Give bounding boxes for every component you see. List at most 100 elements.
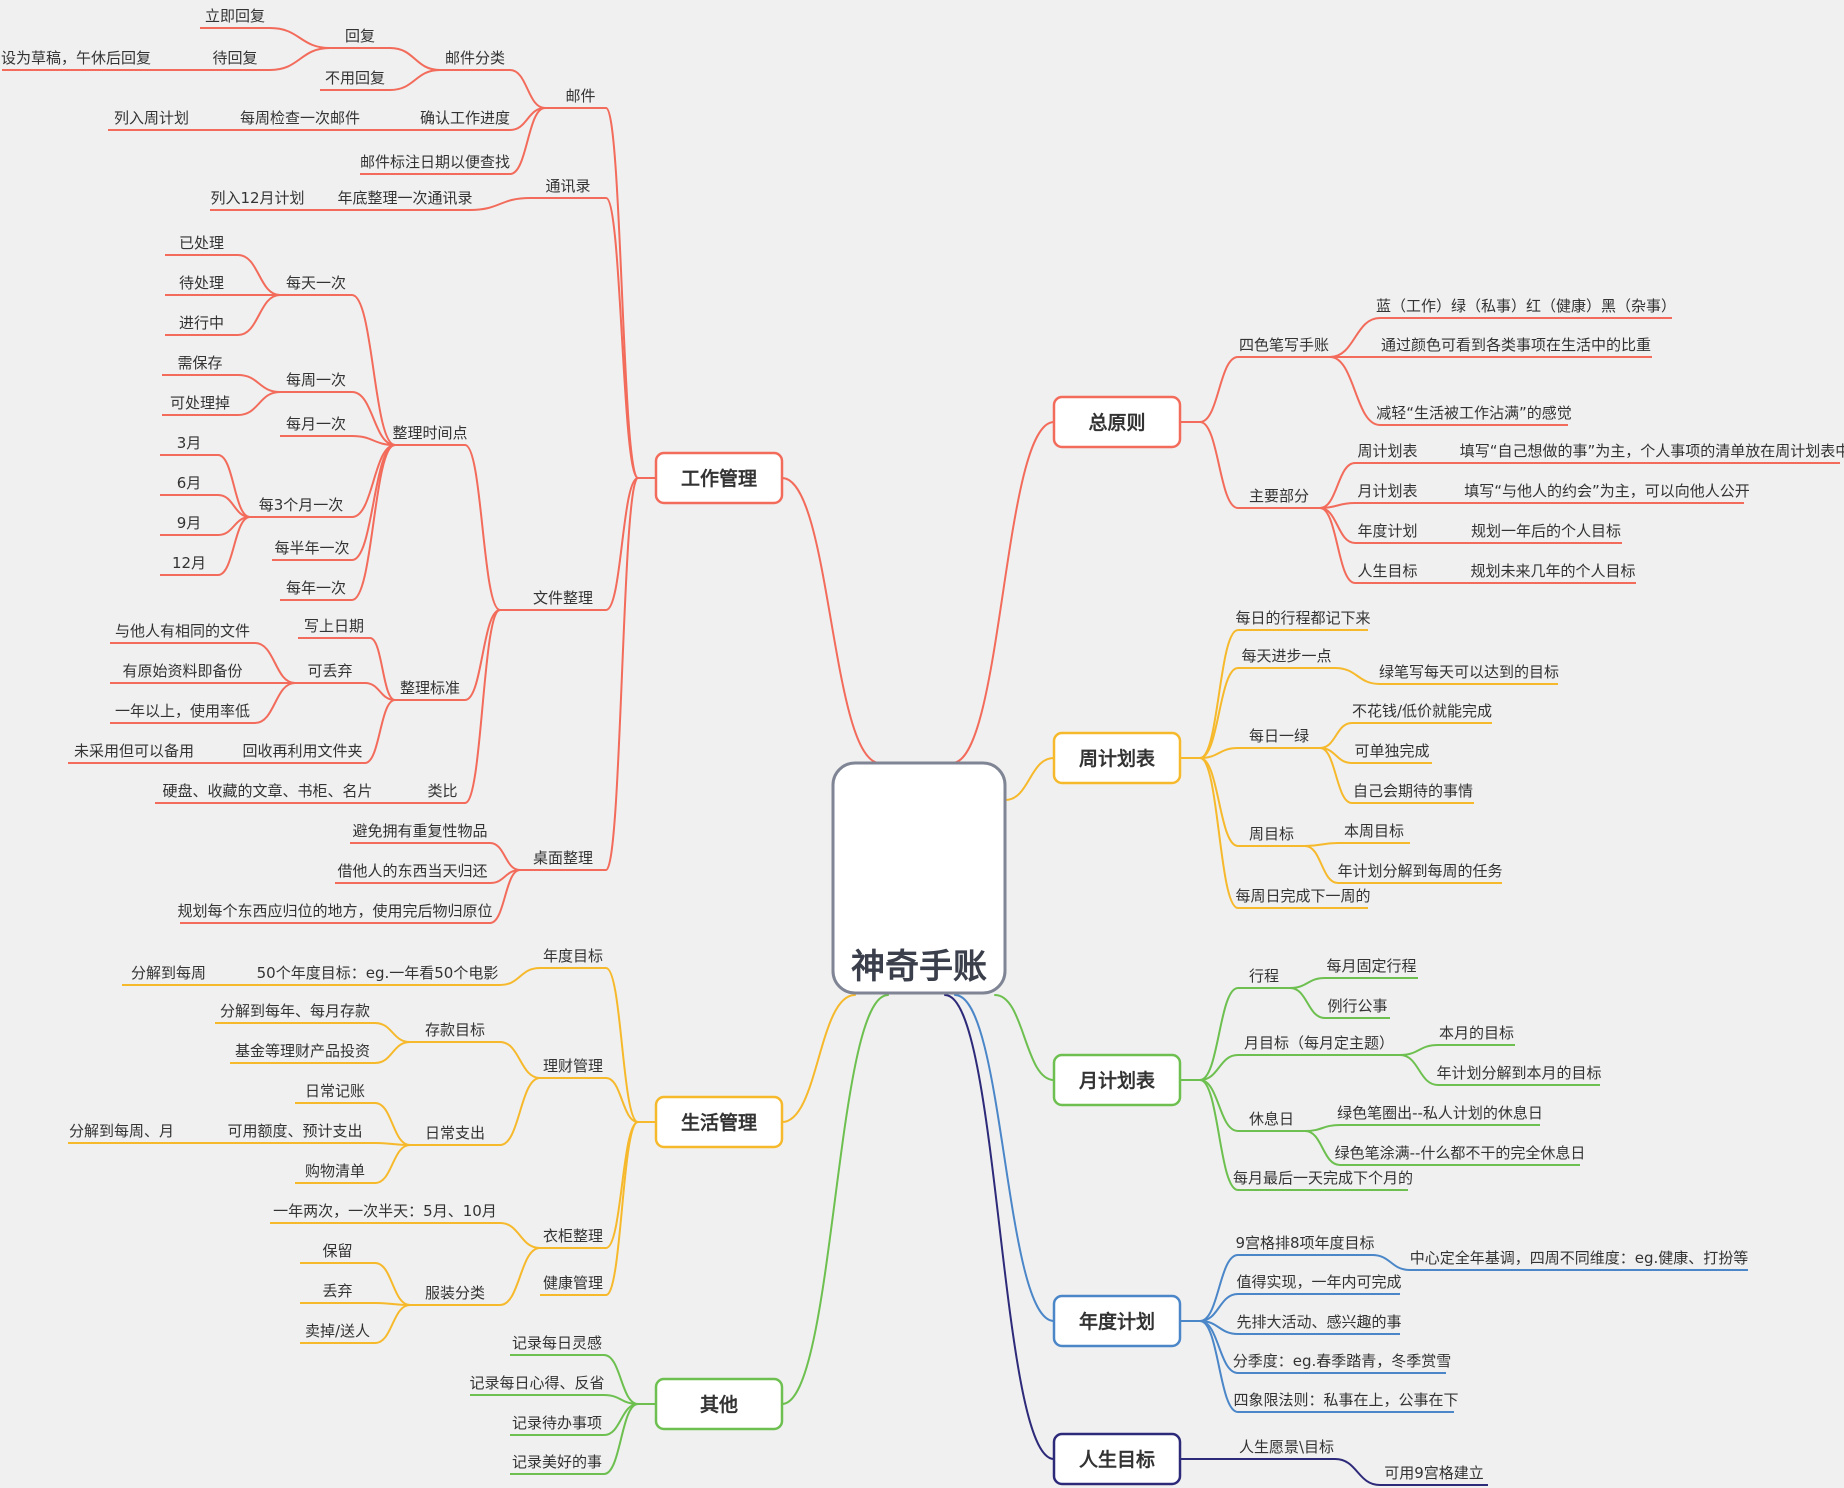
life-wardrobe-sort-item: 保留 [322,1242,352,1260]
connector-line [364,699,396,764]
weekly-green-item: 自己会期待的事情 [1353,782,1473,800]
connector-lines [149,27,1471,1486]
lifegoal-vision: 人生愿景\目标 [1239,1438,1334,1456]
life-wardrobe-sort: 服装分类 [425,1284,485,1302]
topic-principle-box [1052,395,1182,449]
connector-line [389,47,441,71]
work-files-daily-item: 进行中 [179,314,224,332]
connector-line [217,516,251,576]
yearly-item: 分季度：eg.春季踏青，冬季赏雪 [1233,1352,1452,1370]
principle-pens-item: 蓝（工作）绿（私事）红（健康）黑（杂事） [1376,297,1676,315]
work-mail-progress-weekly: 每周检查一次邮件 [240,109,360,127]
work-files-weekly-item: 需保存 [177,354,222,372]
connector-line [605,1121,639,1249]
yearly-item: 四象限法则：私事在上，公事在下 [1233,1391,1458,1409]
connector-line [499,1077,541,1146]
connector-line [605,1077,639,1123]
topic-yearly-box [1052,1294,1182,1348]
topic-lifegoal: 人生目标 [1079,1448,1155,1471]
yearly-grid: 9宫格排8项年度目标 [1235,1234,1374,1252]
edge-center-life [781,994,856,1123]
principle-pens-item: 通过颜色可看到各类事项在生活中的比重 [1381,336,1651,354]
connector-line [374,1262,411,1306]
connector-line [1199,421,1239,509]
connector-line [499,1247,541,1306]
work-files-std-date: 写上日期 [304,617,364,635]
monthly-last: 每月最后一天完成下个月的 [1233,1169,1413,1187]
center-topic-title: 神奇手账 [851,947,987,987]
connector-line [374,1144,411,1184]
connector-line [1304,1124,1341,1132]
work-files-std-recycle-note: 未采用但可以备用 [74,742,194,760]
connector-line [1371,1254,1411,1271]
main-topic-boxes [654,395,1182,1486]
edge-center-lifegoal [944,994,1055,1460]
connector-line [1199,356,1239,423]
connector-line [603,1403,639,1475]
connector-line [374,1022,411,1043]
connector-line [605,107,639,479]
topic-work: 工作管理 [681,467,757,490]
monthly-schedule: 行程 [1249,967,1279,985]
life-saving: 存款目标 [425,1021,485,1039]
principle-part-name: 人生目标 [1357,562,1417,580]
work-files-std-discard-item: 与他人有相同的文件 [115,622,250,640]
work-contacts-yearend: 年底整理一次通讯录 [337,189,472,207]
connector-line [605,197,639,479]
connector-line [1399,1044,1439,1056]
connector-line [499,1222,541,1249]
topic-other: 其他 [700,1393,738,1416]
work-desk-item: 规划每个东西应归位的地方，使用完后物归原位 [177,902,492,920]
work-contacts: 通讯录 [545,177,590,195]
work-files-daily: 每天一次 [286,274,346,292]
work-mail-date: 邮件标注日期以便查找 [360,153,510,171]
principle-part-name: 月计划表 [1357,482,1417,500]
work-files-monthly: 每月一次 [286,415,346,433]
life-wardrobe-twice: 一年两次，一次半天：5月、10月 [273,1202,497,1220]
monthly-schedule-item: 每月固定行程 [1326,957,1416,975]
connector-line [464,609,501,701]
edge-center-weekly [1004,757,1055,801]
other-item: 记录每日心得、反省 [469,1374,604,1392]
principle-part-desc: 规划一年后的个人目标 [1471,522,1621,540]
principle-parts: 主要部分 [1249,487,1309,505]
yearly-item: 值得实现，一年内可完成 [1236,1273,1401,1291]
work-files-quarterly-item: 3月 [177,434,202,452]
connector-line [1329,356,1381,426]
principle-part-desc: 填写“与他人的约会”为主，可以向他人公开 [1464,482,1750,500]
work-files-daily-item: 已处理 [179,234,224,252]
connector-line [351,444,396,601]
connector-line [605,477,639,611]
connector-line [374,1041,411,1064]
work-files-std-discard: 可丢弃 [307,662,352,680]
monthly-goal-item: 本月的目标 [1439,1024,1514,1042]
topic-work-box [654,451,784,505]
life-saving-item: 分解到每年、每月存款 [220,1002,370,1020]
other-item: 记录待办事项 [512,1414,602,1432]
yearly-grid-detail: 中心定全年基调，四周不同维度：eg.健康、打扮等 [1410,1249,1749,1267]
monthly-goal-item: 年计划分解到本月的目标 [1436,1064,1601,1082]
connector-line [1289,977,1326,989]
work-files-quarterly-item: 6月 [177,474,202,492]
connector-line [269,27,331,49]
monthly-rest: 休息日 [1249,1110,1294,1128]
work-files-std-recycle: 回收再利用文件夹 [242,742,362,760]
connector-line [1199,757,1239,909]
topic-weekly: 周计划表 [1079,747,1156,770]
principle-pens-item: 减轻“生活被工作沾满”的感觉 [1376,404,1572,422]
topic-labels: 神奇手账工作管理生活管理其他总原则周计划表月计划表年度计划人生目标邮件通讯录文件… [1,7,1844,1482]
connector-line [605,1121,639,1296]
connector-line [217,454,251,518]
weekly-progress: 每天进步一点 [1241,647,1331,665]
life-spending-record: 日常记账 [305,1082,365,1100]
edge-center-monthly [994,994,1055,1081]
work-files-yearly: 每年一次 [286,579,346,597]
work-desk-item: 借他人的东西当天归还 [337,862,487,880]
connector-line [1199,1293,1239,1322]
work-desk-item: 避免拥有重复性物品 [352,822,487,840]
connector-line [1319,747,1353,804]
connector-line [1199,747,1239,759]
life-annual-goal: 50个年度目标：eg.一年看50个电影 [257,964,499,982]
weekly-progress-detail: 绿笔写每天可以达到的目标 [1379,663,1559,681]
